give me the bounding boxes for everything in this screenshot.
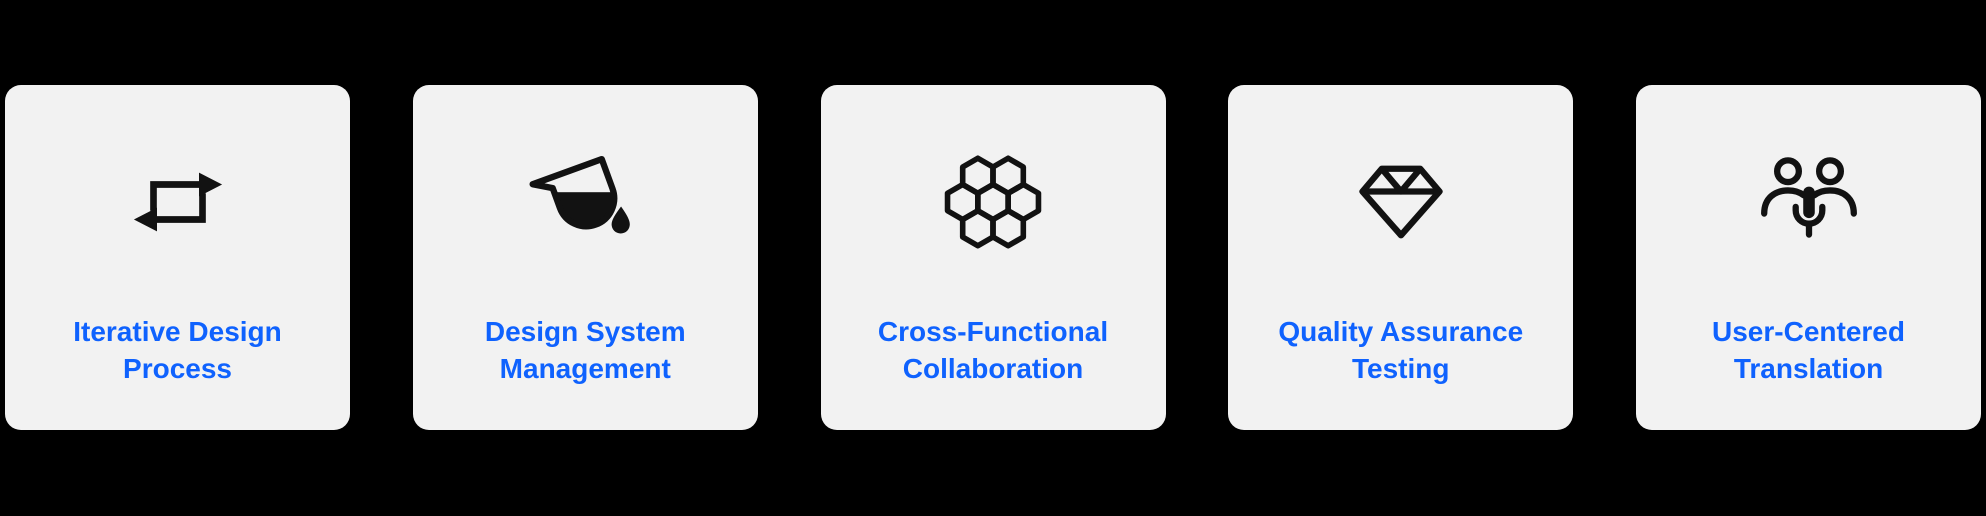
diamond-gem-icon <box>1345 141 1457 263</box>
card-label[interactable]: Design System Management <box>484 316 686 385</box>
card-iterative-design-process[interactable]: Iterative Design Process <box>5 85 350 430</box>
card-label[interactable]: Cross-Functional Collaboration <box>877 316 1109 385</box>
card-cross-functional-collaboration[interactable]: Cross-Functional Collaboration <box>820 85 1166 430</box>
card-design-system-management[interactable]: Design System Management <box>412 85 758 430</box>
honeycomb-icon <box>937 141 1049 263</box>
card-user-centered-translation[interactable]: User-Centered Translation <box>1636 85 1981 430</box>
card-label[interactable]: Quality Assurance Testing <box>1278 316 1524 385</box>
repeat-arrows-icon <box>122 141 234 263</box>
card-label[interactable]: User-Centered Translation <box>1712 316 1905 385</box>
card-quality-assurance-testing[interactable]: Quality Assurance Testing <box>1228 85 1574 430</box>
card-label[interactable]: Iterative Design Process <box>73 316 282 385</box>
users-microphone-icon <box>1753 141 1865 263</box>
paint-bucket-icon <box>529 141 641 263</box>
